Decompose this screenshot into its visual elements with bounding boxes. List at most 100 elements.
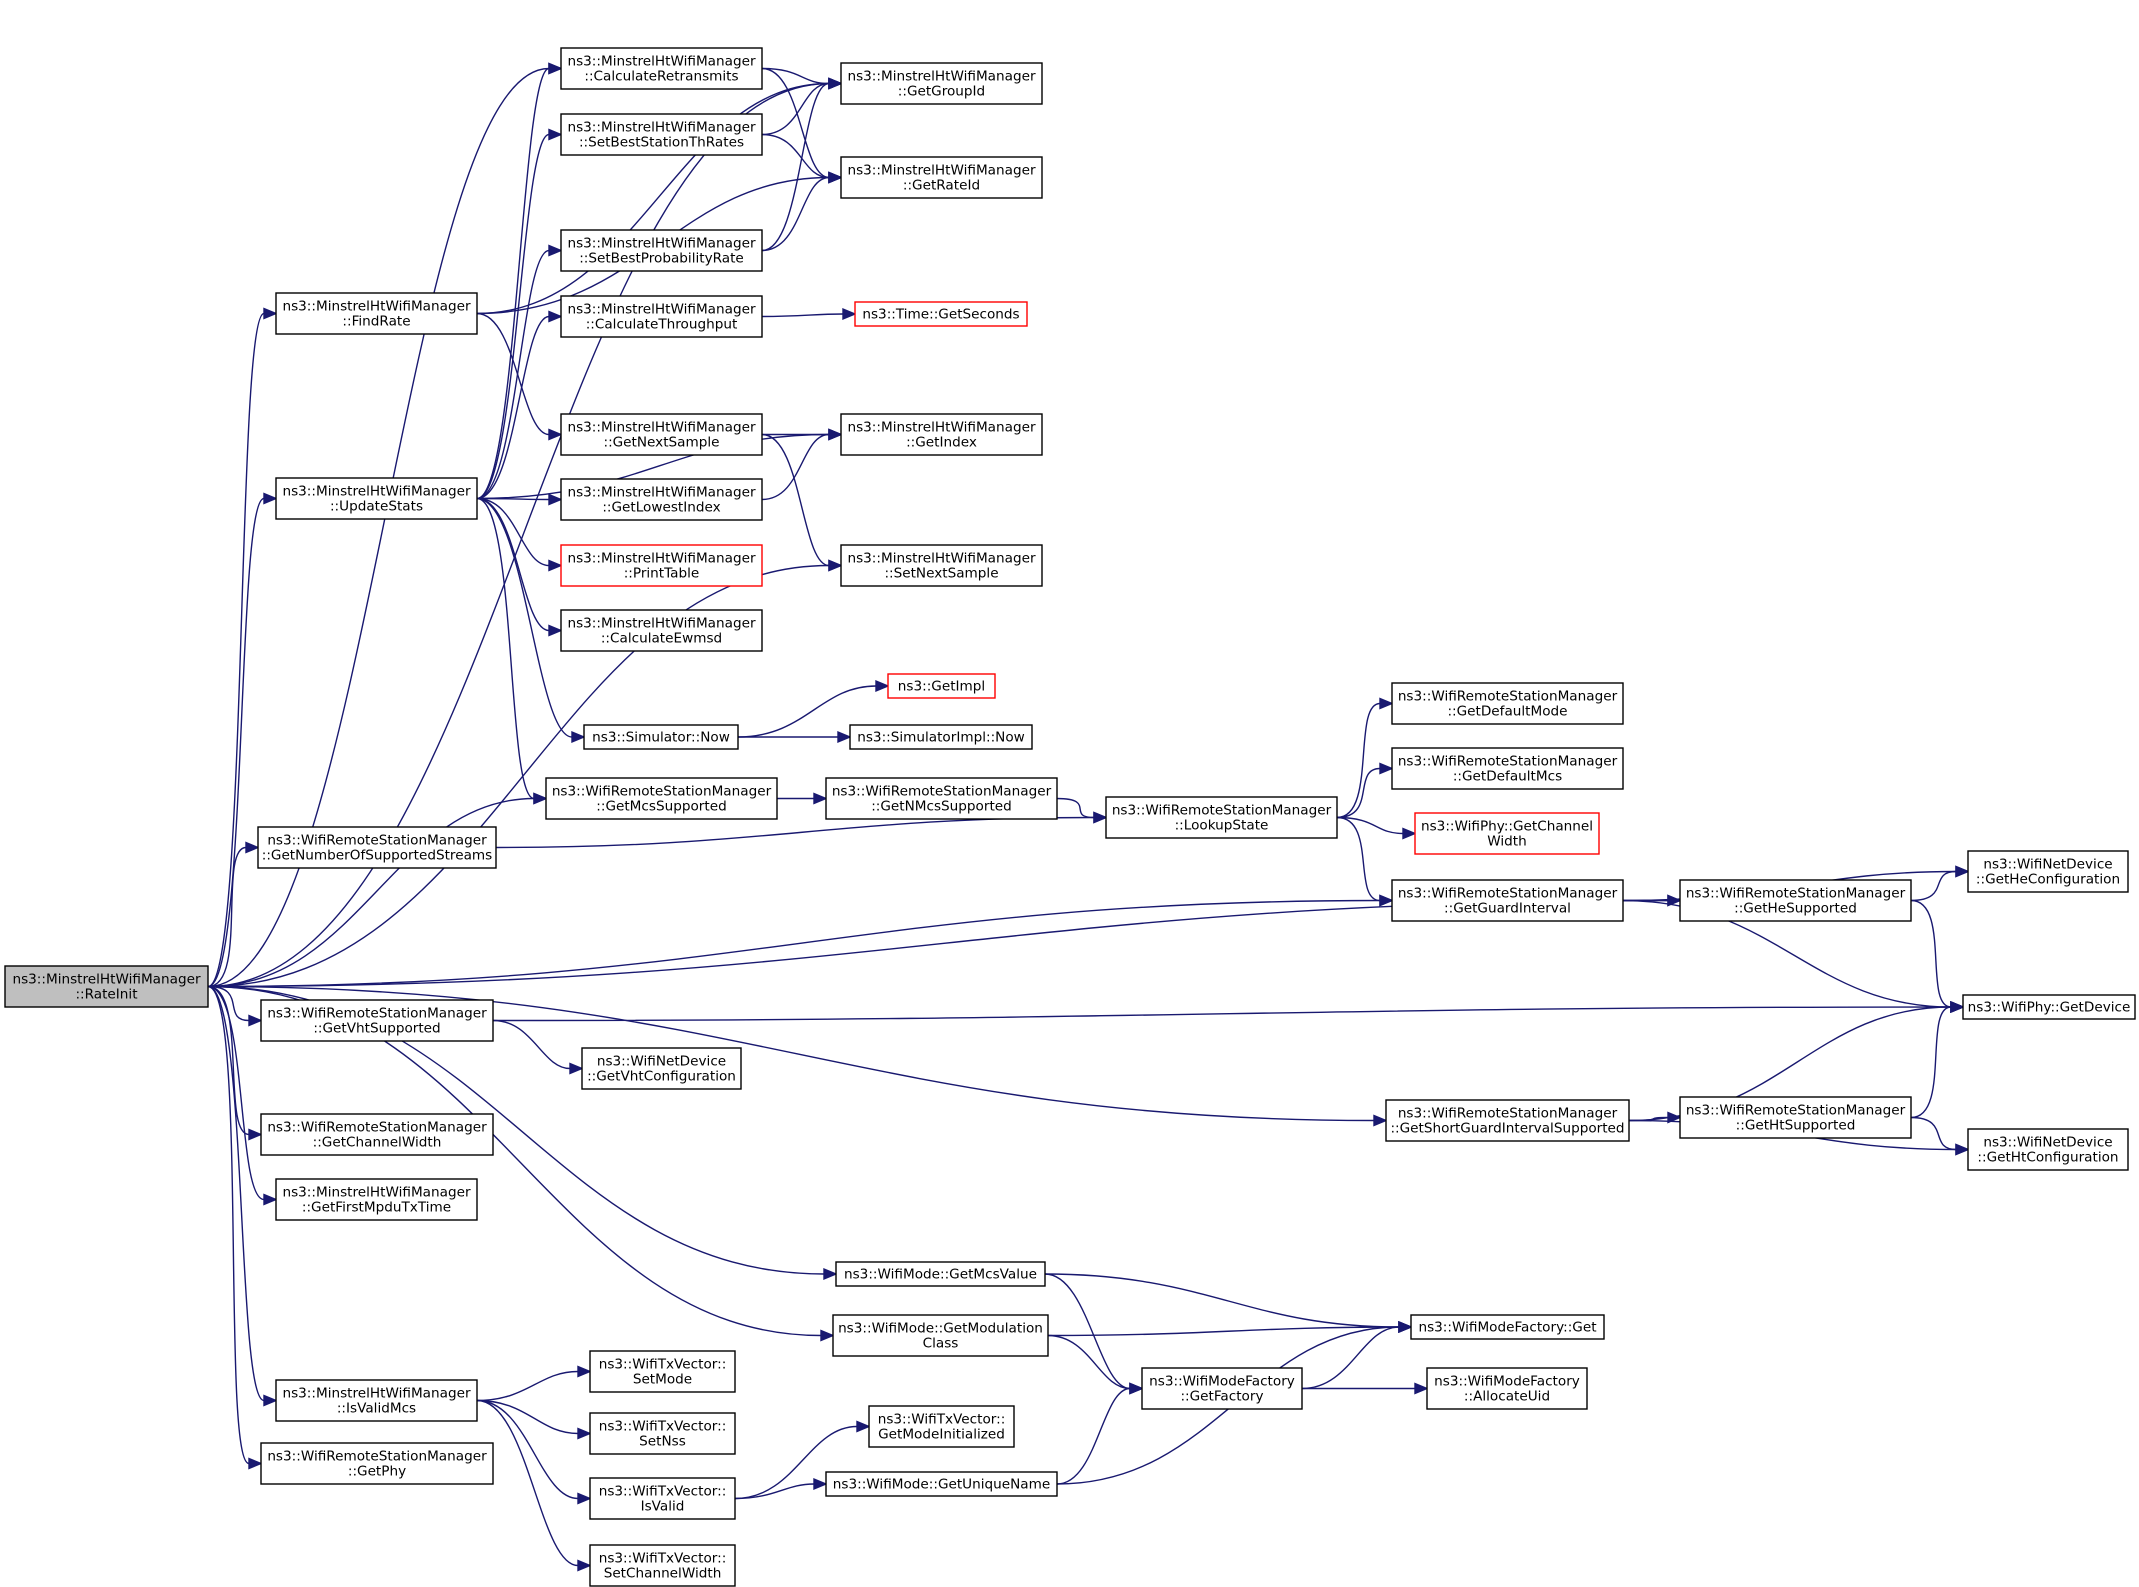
node-calcthroughput[interactable]: ns3::MinstrelHtWifiManager::CalculateThr… [560,295,763,338]
edge-getlowestindex-to-getindex [761,428,843,501]
edge-setbestprob-to-getrateid [761,171,843,252]
node-label: ::RateInit [75,987,137,1003]
node-isvalidmcs[interactable]: ns3::MinstrelHtWifiManager::IsValidMcs [275,1379,478,1422]
edge-getnextsample-to-setnextsample [761,433,843,572]
edge-gethesup-to-phygetdevice [1910,899,1965,1014]
node-getnumstreams[interactable]: ns3::WifiRemoteStationManager::GetNumber… [257,826,497,869]
node-label: ::GetHeSupported [1734,901,1857,917]
edge-isvalidmcs-to-setchwidth [476,1399,592,1572]
node-gethtconfig[interactable]: ns3::WifiNetDevice::GetHtConfiguration [1967,1128,2129,1171]
node-label: ns3::MinstrelHtWifiManager [282,1185,470,1201]
edges-layer [207,62,1970,1572]
node-label: ns3::WifiTxVector:: [599,1419,727,1435]
node-isvalid[interactable]: ns3::WifiTxVector::IsValid [589,1477,736,1520]
node-getheconfig[interactable]: ns3::WifiNetDevice::GetHeConfiguration [1967,850,2129,893]
node-gethesup[interactable]: ns3::WifiRemoteStationManager::GetHeSupp… [1679,879,1912,922]
node-allocateuid[interactable]: ns3::WifiModeFactory::AllocateUid [1426,1367,1588,1410]
node-label: ns3::WifiModeFactory [1149,1374,1295,1390]
node-updatestats[interactable]: ns3::MinstrelHtWifiManager::UpdateStats [275,477,478,520]
node-label: ns3::SimulatorImpl::Now [857,730,1025,746]
edge-root-to-getchwidth [207,985,263,1141]
node-label: ns3::MinstrelHtWifiManager [282,484,470,500]
node-setnss[interactable]: ns3::WifiTxVector::SetNss [589,1412,736,1455]
node-label: ::GetPhy [348,1464,406,1480]
node-getnextsample[interactable]: ns3::MinstrelHtWifiManager::GetNextSampl… [560,413,763,456]
edge-root-to-getsgisup [207,985,1388,1127]
edge-updatestats-to-setbeststation [476,128,563,500]
node-label: ns3::MinstrelHtWifiManager [567,551,755,567]
node-label: ns3::WifiNetDevice [1983,857,2112,873]
node-label: ::GetMcsSupported [596,799,726,815]
node-setmode[interactable]: ns3::WifiTxVector::SetMode [589,1350,736,1393]
edge-root-to-getguardint [207,894,1394,988]
node-label: ::GetGuardInterval [1444,901,1571,917]
node-getchwidth[interactable]: ns3::WifiRemoteStationManager::GetChanne… [260,1113,494,1156]
node-simimplnow[interactable]: ns3::SimulatorImpl::Now [849,724,1033,750]
edge-simnow-to-simimplnow [738,730,852,744]
node-getvht[interactable]: ns3::WifiRemoteStationManager::GetVhtSup… [260,999,494,1042]
edge-lookupstate-to-getdefaultmode [1336,697,1394,819]
node-label: ns3::WifiRemoteStationManager [1112,803,1332,819]
node-getmcssup[interactable]: ns3::WifiRemoteStationManager::GetMcsSup… [545,777,778,820]
edge-getfactory-to-allocateuid [1302,1382,1429,1395]
node-getvhtconfig[interactable]: ns3::WifiNetDevice::GetVhtConfiguration [581,1047,742,1090]
node-label: ::GetVhtConfiguration [587,1069,736,1085]
edge-root-to-findrate [207,307,278,988]
node-label: ns3::WifiRemoteStationManager [1398,689,1618,705]
node-getrateid[interactable]: ns3::MinstrelHtWifiManager::GetRateId [840,156,1043,199]
node-getindex[interactable]: ns3::MinstrelHtWifiManager::GetIndex [840,413,1043,456]
node-label: ns3::WifiTxVector:: [599,1551,727,1567]
node-label: ns3::WifiRemoteStationManager [1398,1106,1618,1122]
node-getmodeinit[interactable]: ns3::WifiTxVector::GetModeInitialized [868,1405,1015,1448]
node-factoryget[interactable]: ns3::WifiModeFactory::Get [1410,1314,1605,1340]
node-calcretrans[interactable]: ns3::MinstrelHtWifiManager::CalculateRet… [560,47,763,90]
edge-gethtsup-to-phygetdevice [1910,1000,1965,1119]
node-getimpl[interactable]: ns3::GetImpl [887,673,996,699]
edge-findrate-to-getnextsample [476,312,563,441]
node-phygetchwidth[interactable]: ns3::WifiPhy::GetChannelWidth [1414,812,1600,855]
node-calcewmsd[interactable]: ns3::MinstrelHtWifiManager::CalculateEwm… [560,609,763,652]
node-phygetdevice[interactable]: ns3::WifiPhy::GetDevice [1962,994,2136,1020]
node-getdefaultmode[interactable]: ns3::WifiRemoteStationManager::GetDefaul… [1391,682,1624,725]
node-getfirstmpdu[interactable]: ns3::MinstrelHtWifiManager::GetFirstMpdu… [275,1178,478,1221]
node-label: ns3::MinstrelHtWifiManager [567,616,755,632]
node-label: ::GetHtSupported [1736,1118,1856,1134]
node-label: SetChannelWidth [604,1566,722,1582]
node-setnextsample[interactable]: ns3::MinstrelHtWifiManager::SetNextSampl… [840,544,1043,587]
node-getnmcs[interactable]: ns3::WifiRemoteStationManager::GetNMcsSu… [825,777,1058,820]
node-root[interactable]: ns3::MinstrelHtWifiManager::RateInit [4,965,209,1008]
node-getfactory[interactable]: ns3::WifiModeFactory::GetFactory [1141,1367,1303,1410]
node-getguardint[interactable]: ns3::WifiRemoteStationManager::GetGuardI… [1391,879,1624,922]
node-gethtsup[interactable]: ns3::WifiRemoteStationManager::GetHtSupp… [1679,1096,1912,1139]
node-label: GetModeInitialized [878,1427,1005,1443]
node-getmcsvalue[interactable]: ns3::WifiMode::GetMcsValue [835,1261,1046,1287]
node-label: ::LookupState [1175,818,1269,834]
node-timegetseconds[interactable]: ns3::Time::GetSeconds [854,301,1028,327]
node-printtable[interactable]: ns3::MinstrelHtWifiManager::PrintTable [560,544,763,587]
node-label: ns3::MinstrelHtWifiManager [847,69,1035,85]
node-lookupstate[interactable]: ns3::WifiRemoteStationManager::LookupSta… [1105,796,1338,839]
node-setchwidth[interactable]: ns3::WifiTxVector::SetChannelWidth [589,1544,736,1587]
node-setbeststation[interactable]: ns3::MinstrelHtWifiManager::SetBestStati… [560,113,763,156]
node-label: ::GetHtConfiguration [1977,1150,2118,1166]
node-simnow[interactable]: ns3::Simulator::Now [583,724,739,750]
edge-getmcsvalue-to-factoryget [1044,1273,1413,1334]
edge-getvht-to-phygetdevice [492,1000,1965,1022]
node-getgroupid[interactable]: ns3::MinstrelHtWifiManager::GetGroupId [840,62,1043,105]
node-setbestprob[interactable]: ns3::MinstrelHtWifiManager::SetBestProba… [560,229,763,272]
node-label: ns3::WifiTxVector:: [599,1357,727,1373]
node-getlowestindex[interactable]: ns3::MinstrelHtWifiManager::GetLowestInd… [560,478,763,521]
edge-root-to-updatestats [207,492,278,988]
edge-root-to-isvalidmcs [207,985,278,1407]
node-findrate[interactable]: ns3::MinstrelHtWifiManager::FindRate [275,292,478,335]
node-getsgisup[interactable]: ns3::WifiRemoteStationManager::GetShortG… [1385,1099,1630,1142]
node-label: ns3::WifiRemoteStationManager [832,784,1052,800]
node-getuniquename[interactable]: ns3::WifiMode::GetUniqueName [825,1471,1058,1497]
edge-root-to-getmcssup [207,792,548,988]
node-getphy[interactable]: ns3::WifiRemoteStationManager::GetPhy [260,1442,494,1485]
node-getdefaultmcs[interactable]: ns3::WifiRemoteStationManager::GetDefaul… [1391,747,1624,790]
node-label: ::GetNextSample [603,435,719,451]
node-label: ns3::WifiRemoteStationManager [1686,886,1906,902]
node-label: Class [923,1336,959,1352]
